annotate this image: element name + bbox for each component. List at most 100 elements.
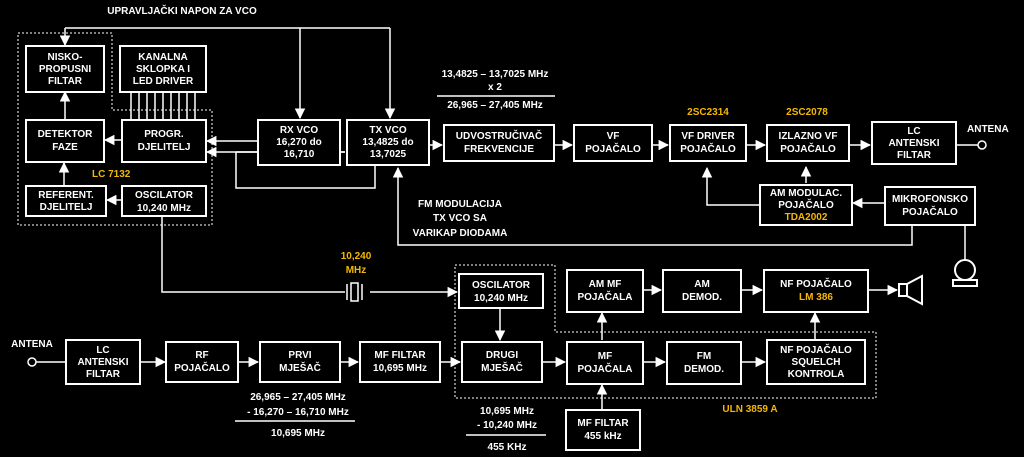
am-demodulator-block: AM DEMOD. bbox=[662, 269, 742, 313]
transistor-2sc2314-label: 2SC2314 bbox=[687, 107, 729, 118]
progdiv-label-2: DJELITELJ bbox=[138, 142, 191, 153]
doubler-label-2: FREKVENCIJE bbox=[464, 144, 534, 155]
calc1-line-2: - 16,270 – 16,710 MHz bbox=[247, 407, 349, 418]
output-vf-block: IZLAZNO VF POJAČALO bbox=[766, 124, 850, 162]
vfdriver-label-1: VF DRIVER bbox=[681, 131, 735, 142]
outvf-label-2: POJAČALO bbox=[780, 142, 836, 155]
mffilter2-label-1: MF FILTAR bbox=[577, 418, 629, 429]
amdemod-label-1: AM bbox=[694, 279, 710, 290]
osc2-label-2: 10,240 MHz bbox=[474, 293, 528, 304]
times-two-label: x 2 bbox=[488, 82, 502, 93]
low-pass-filter-block: NISKO- PROPUSNI FILTAR bbox=[25, 45, 105, 93]
rf-label-2: POJAČALO bbox=[174, 361, 230, 374]
tx-antenna-label: ANTENA bbox=[967, 124, 1009, 135]
tx-freq-range-label: 13,4825 – 13,7025 MHz bbox=[442, 69, 549, 80]
lc7132-label: LC 7132 bbox=[92, 169, 131, 180]
lpf-label-3: FILTAR bbox=[48, 76, 83, 87]
lpf-label-2: PROPUSNI bbox=[39, 64, 91, 75]
lcant-rx-label-2: ANTENSKI bbox=[77, 357, 128, 368]
channel-label-2: SKLOPKA I bbox=[136, 64, 190, 75]
ammod-label-3: TDA2002 bbox=[785, 212, 828, 223]
mixer1-label-2: MJEŠAČ bbox=[279, 361, 321, 374]
lcant-tx-label-3: FILTAR bbox=[897, 150, 932, 161]
second-mixer-block: DRUGI MJEŠAČ bbox=[461, 341, 543, 383]
transistor-2sc2078-label: 2SC2078 bbox=[786, 107, 828, 118]
fm-note-line-3: VARIKAP DIODAMA bbox=[413, 228, 508, 239]
squelch-label-3: KONTROLA bbox=[788, 369, 845, 380]
nfamp-label-1: NF POJAČALO bbox=[780, 277, 852, 290]
lcant-tx-label-2: ANTENSKI bbox=[888, 138, 939, 149]
crystal-label-2: MHz bbox=[346, 265, 367, 276]
progdiv-label-1: PROGR. bbox=[144, 129, 184, 140]
lcant-rx-label-1: LC bbox=[96, 345, 109, 356]
mixer1-label-1: PRVI bbox=[288, 350, 311, 361]
mffilter1-label-2: 10,695 MHz bbox=[373, 363, 427, 374]
osc1-label-1: OSCILATOR bbox=[135, 190, 194, 201]
fmdemod-label-1: FM bbox=[697, 351, 711, 362]
tx-output-range-label: 26,965 – 27,405 MHz bbox=[447, 100, 543, 111]
lcant-rx-label-3: FILTAR bbox=[86, 369, 121, 380]
fm-note-line-2: TX VCO SA bbox=[433, 213, 487, 224]
mic-label-1: MIKROFONSKO bbox=[892, 194, 968, 205]
frequency-doubler-block: UDVOSTRUČIVAČ FREKVENCIJE bbox=[443, 124, 555, 162]
if-chip-outline bbox=[454, 264, 877, 399]
crystal-icon bbox=[346, 282, 363, 302]
rx-antenna-label: ANTENA bbox=[11, 339, 53, 350]
doubler-label-1: UDVOSTRUČIVAČ bbox=[456, 129, 542, 142]
phase-label-2: FAZE bbox=[52, 142, 78, 153]
txvco-label-2: 13,4825 do bbox=[362, 137, 413, 148]
antenna-icon bbox=[27, 357, 37, 367]
calc1-line-3: 10,695 MHz bbox=[271, 428, 325, 439]
lpf-label-1: NISKO- bbox=[48, 52, 83, 63]
crystal-label-1: 10,240 bbox=[341, 251, 372, 262]
mixer2-label-2: MJEŠAČ bbox=[481, 361, 523, 374]
rxvco-label-3: 16,710 bbox=[284, 149, 315, 160]
am-if-amplifier-block: AM MF POJAČALA bbox=[566, 269, 644, 313]
fm-note-line-1: FM MODULACIJA bbox=[418, 199, 502, 210]
mixer2-label-1: DRUGI bbox=[486, 350, 518, 361]
osc2-label-1: OSCILATOR bbox=[472, 280, 531, 291]
if-filter-block: MF FILTAR 10,695 MHz bbox=[359, 341, 441, 383]
rx-antenna-filter-block: LC ANTENSKI FILTAR bbox=[65, 339, 141, 385]
outvf-label-1: IZLAZNO VF bbox=[779, 131, 838, 142]
channel-label-1: KANALNA bbox=[138, 52, 187, 63]
rxvco-label-1: RX VCO bbox=[280, 125, 319, 136]
vfdriver-label-2: POJAČALO bbox=[680, 142, 736, 155]
fmdemod-label-2: DEMOD. bbox=[684, 364, 724, 375]
osc1-label-2: 10,240 MHz bbox=[137, 203, 191, 214]
amdemod-label-2: DEMOD. bbox=[682, 292, 722, 303]
phase-detector-block: DETEKTOR FAZE bbox=[25, 119, 105, 163]
phase-label-1: DETEKTOR bbox=[38, 129, 94, 140]
microphone-icon bbox=[952, 259, 978, 287]
squelch-amplifier-block: NF POJAČALO SQUELCH KONTROLA bbox=[766, 339, 866, 385]
lcant-tx-label-1: LC bbox=[907, 126, 920, 137]
pll-chip-outline bbox=[17, 32, 213, 226]
rxvco-label-2: 16,270 do bbox=[276, 137, 322, 148]
calc2-line-2: - 10,240 MHz bbox=[477, 420, 537, 431]
prog-divider-block: PROGR. DJELITELJ bbox=[121, 119, 207, 163]
mffilter2-label-2: 455 kHz bbox=[584, 431, 621, 442]
ammf-label-1: AM MF bbox=[589, 279, 622, 290]
calc1-line-1: 26,965 – 27,405 MHz bbox=[250, 392, 346, 403]
oscillator-pll-block: OSCILATOR 10,240 MHz bbox=[121, 185, 207, 217]
txvco-label-3: 13,7025 bbox=[370, 149, 407, 160]
first-mixer-block: PRVI MJEŠAČ bbox=[259, 341, 341, 383]
vf-amplifier-block: VF POJAČALO bbox=[573, 124, 653, 162]
wires bbox=[36, 27, 978, 410]
calc2-line-3: 455 KHz bbox=[488, 442, 527, 453]
am-modulator-block: AM MODULAC. POJAČALO TDA2002 bbox=[759, 184, 853, 226]
mfamp-label-2: POJAČALA bbox=[577, 362, 632, 375]
mffilter1-label-1: MF FILTAR bbox=[374, 350, 426, 361]
calc2-line-1: 10,695 MHz bbox=[480, 406, 534, 417]
tx-antenna-filter-block: LC ANTENSKI FILTAR bbox=[871, 121, 957, 165]
mic-label-2: POJAČALO bbox=[902, 205, 958, 218]
microphone-amp-block: MIKROFONSKO POJAČALO bbox=[884, 186, 976, 226]
control-voltage-label: UPRAVLJAČKI NAPON ZA VCO bbox=[107, 4, 257, 17]
ammod-label-2: POJAČALO bbox=[778, 198, 834, 211]
speaker-icon bbox=[898, 274, 923, 306]
nfamp-label-2: LM 386 bbox=[799, 292, 833, 303]
ammod-label-1: AM MODULAC. bbox=[770, 188, 842, 199]
channel-label-3: LED DRIVER bbox=[133, 76, 194, 87]
reference-divider-block: REFERENT. DJELITELJ bbox=[25, 185, 107, 217]
